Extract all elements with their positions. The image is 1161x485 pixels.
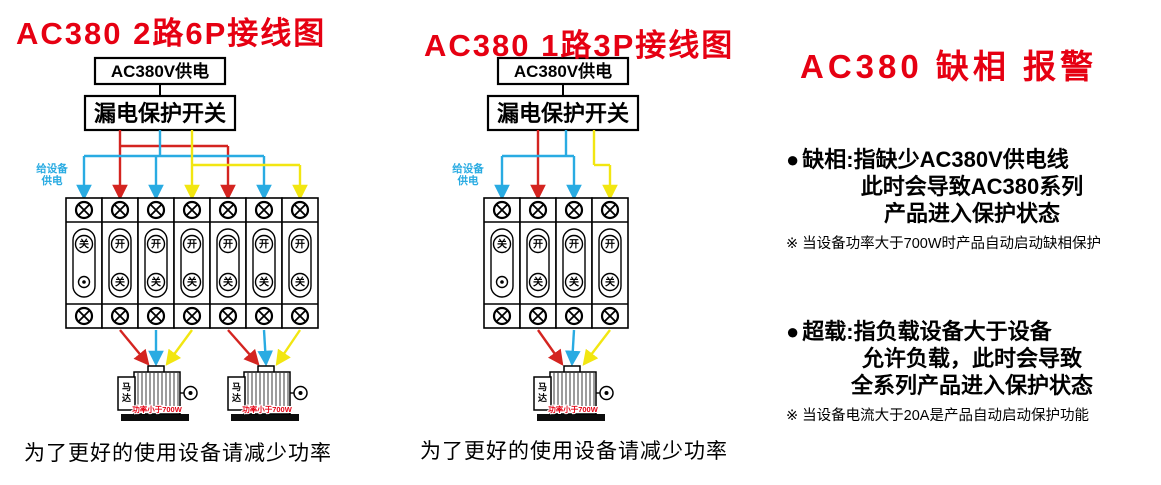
load-wires xyxy=(537,329,611,367)
overload-text1: 超载:指负载设备大于设备 xyxy=(802,319,1052,344)
bullet-icon: ● xyxy=(786,147,800,172)
motor-2 xyxy=(227,365,308,422)
left-diagram: AC380V供电 漏电保护开关 给设备 供电 xyxy=(36,56,318,422)
main-module xyxy=(66,198,102,328)
load-wires xyxy=(119,329,301,367)
load-wire-blue-2 xyxy=(257,329,274,367)
power-supply-label: AC380V供电 xyxy=(514,61,612,81)
module-1 xyxy=(102,198,138,328)
load-wire-yellow-1 xyxy=(165,329,193,366)
feed-label-line1: 给设备 xyxy=(452,162,484,175)
main-module xyxy=(484,198,520,328)
module-5 xyxy=(246,198,282,328)
terminal-device xyxy=(484,198,628,328)
module-3 xyxy=(592,198,628,328)
bullet-icon: ● xyxy=(786,319,800,344)
power-supply-label: AC380V供电 xyxy=(111,61,209,81)
overload-line2: 允许负载，此时会导致 xyxy=(861,346,1082,371)
motor-1 xyxy=(533,365,614,422)
load-wire-yellow xyxy=(582,329,611,366)
alarm-title: AC380 缺相 报警 xyxy=(800,48,1098,85)
overload-line3: 全系列产品进入保护状态 xyxy=(850,373,1093,398)
phase-wires xyxy=(494,130,618,201)
motor-1 xyxy=(117,365,198,422)
left-diagram-title: AC380 2路6P接线图 xyxy=(16,16,327,51)
phase-loss-block: ●缺相:指缺少AC380V供电线 此时会导致AC380系列 产品进入保护状态 ※… xyxy=(786,146,1158,253)
phase-loss-note: ※ 当设备功率大于700W时产品自动启动缺相保护 xyxy=(786,236,1102,252)
breaker-box xyxy=(486,94,640,132)
module-1 xyxy=(520,198,556,328)
wiring-diagram-canvas: 开 关 关 xyxy=(36,56,640,422)
power-supply-box xyxy=(496,56,630,86)
load-wire-blue xyxy=(564,329,581,367)
load-wire-yellow-2 xyxy=(275,329,301,366)
middle-diagram: AC380V供电 漏电保护开关 给设备 供电 xyxy=(452,56,640,422)
load-wire-red-1 xyxy=(119,329,150,366)
feed-label-line1: 给设备 xyxy=(36,162,68,175)
right-panel: AC380 缺相 报警 ●缺相:指缺少AC380V供电线 此时会导致AC380系… xyxy=(782,0,1161,485)
middle-diagram-title: AC380 1路3P接线图 xyxy=(424,28,735,63)
left-diagram-footer: 为了更好的使用设备请减少功率 xyxy=(24,442,332,465)
overload-line1: ●超载:指负载设备大于设备 xyxy=(786,318,1158,345)
module-2 xyxy=(556,198,592,328)
load-wire-red xyxy=(537,329,564,366)
module-2 xyxy=(138,198,174,328)
phase-loss-line3: 产品进入保护状态 xyxy=(883,201,1060,226)
feed-label-line2: 供电 xyxy=(457,174,479,187)
phase-loss-line2: 此时会导致AC380系列 xyxy=(860,174,1084,199)
module-3 xyxy=(174,198,210,328)
phase-loss-line1: ●缺相:指缺少AC380V供电线 xyxy=(786,146,1158,173)
module-6 xyxy=(282,198,318,328)
breaker-label: 漏电保护开关 xyxy=(94,101,226,126)
phase-wires xyxy=(76,130,308,201)
load-wire-red-2 xyxy=(227,329,260,366)
breaker-box xyxy=(83,94,237,132)
overload-note: ※ 当设备电流大于20A是产品自动启动保护功能 xyxy=(786,408,1089,424)
feed-label-line2: 供电 xyxy=(41,174,63,187)
middle-diagram-footer: 为了更好的使用设备请减少功率 xyxy=(420,440,728,463)
module-4 xyxy=(210,198,246,328)
breaker-label: 漏电保护开关 xyxy=(497,101,629,126)
overload-block: ●超载:指负载设备大于设备 允许负载，此时会导致 全系列产品进入保护状态 ※ 当… xyxy=(786,318,1158,425)
phase-loss-text1: 缺相:指缺少AC380V供电线 xyxy=(802,147,1069,172)
terminal-device xyxy=(66,198,318,328)
